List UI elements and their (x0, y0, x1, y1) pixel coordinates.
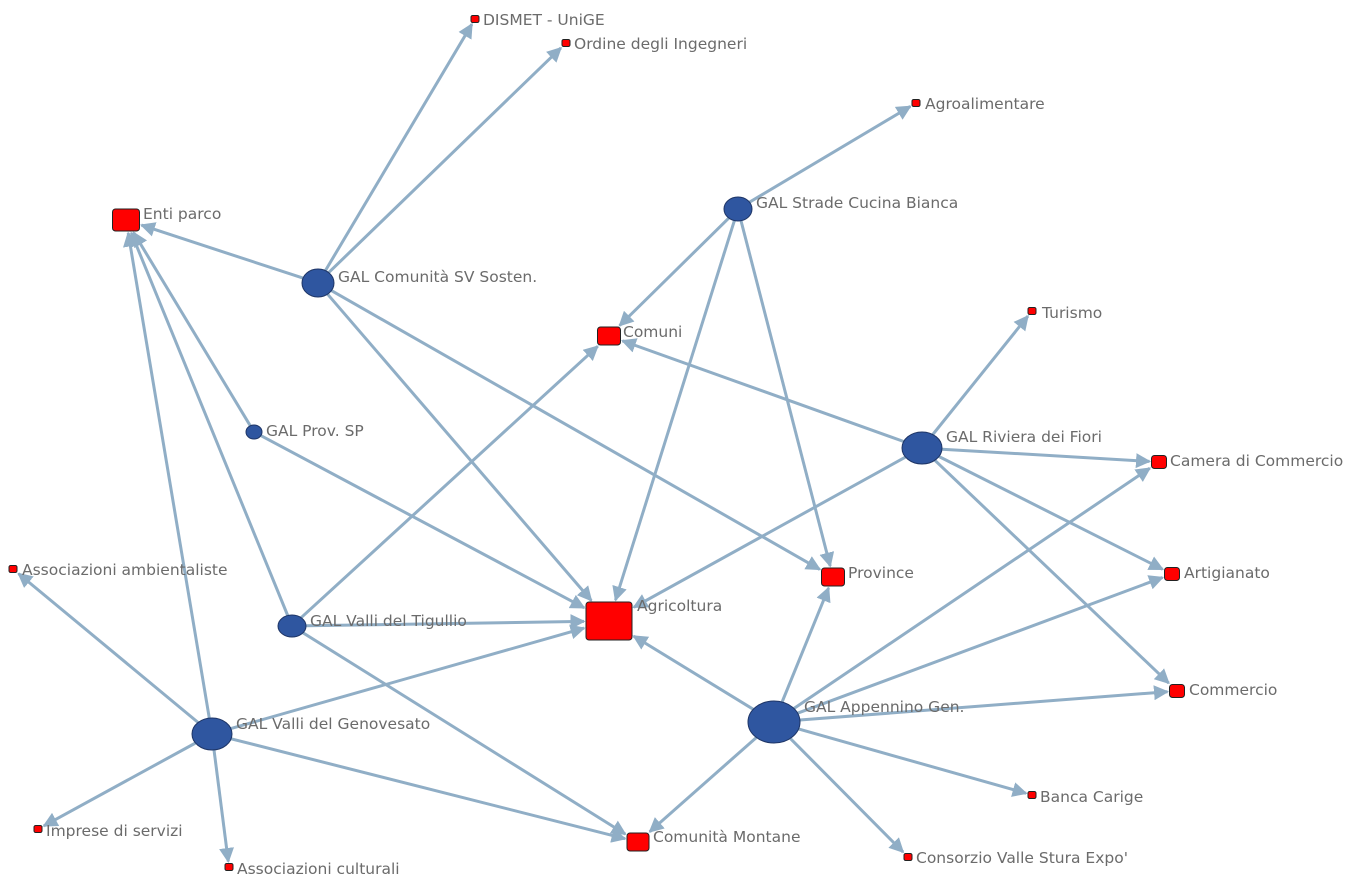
labels-layer: GAL Comunità SV Sosten. GAL Strade Cucina… (22, 11, 1343, 878)
node-label-ordine: Ordine degli Ingegneri (574, 35, 747, 53)
node-label-turismo: Turismo (1041, 304, 1102, 322)
edge-gal-riviera-to-agricoltura (632, 455, 907, 609)
edge-gal-riviera-to-artigianato (938, 455, 1165, 571)
edge-gal-tigullio-to-comunita-montane (302, 631, 627, 836)
edge-gal-tigullio-to-comuni (300, 345, 599, 619)
edge-gal-riviera-to-comuni (620, 338, 905, 443)
node-label-gal-genovesato: GAL Valli del Genovesato (236, 715, 430, 733)
node-label-gal-tigullio: GAL Valli del Tigullio (310, 612, 467, 630)
node-label-comuni: Comuni (623, 323, 682, 341)
edge-gal-appennino-to-artigianato (797, 575, 1165, 715)
node-dismet (470, 15, 480, 23)
edge-gal-appennino-to-agricoltura (632, 634, 755, 711)
node-ass-culturali (224, 863, 234, 871)
node-gal-genovesato (191, 717, 233, 751)
node-turismo (1027, 307, 1037, 315)
node-label-dismet: DISMET - UniGE (483, 11, 605, 29)
edge-gal-appennino-to-comunita-montane (648, 736, 758, 833)
node-enti-parco (112, 208, 140, 232)
edge-gal-appennino-to-consorzio (789, 737, 905, 854)
node-agricoltura (585, 601, 633, 641)
node-comunita-montane (626, 832, 650, 852)
node-artigianato (1164, 567, 1180, 581)
node-label-gal-riviera: GAL Riviera dei Fiori (946, 428, 1102, 446)
node-label-ass-culturali: Associazioni culturali (237, 860, 400, 878)
node-province (821, 567, 845, 587)
node-label-gal-prov-sp: GAL Prov. SP (266, 422, 364, 440)
node-label-consorzio: Consorzio Valle Stura Expo' (916, 849, 1128, 867)
edge-gal-comunita-sv-to-province (330, 289, 822, 571)
edge-gal-genovesato-to-agricoltura (230, 624, 586, 731)
node-label-gal-appennino: GAL Appennino Gen. (804, 698, 964, 716)
edge-gal-genovesato-to-ass-culturali (212, 749, 235, 863)
edge-gal-genovesato-to-comunita-montane (230, 737, 627, 843)
node-label-commercio: Commercio (1189, 681, 1277, 699)
node-label-artigianato: Artigianato (1184, 564, 1270, 582)
node-imprese (33, 825, 43, 833)
edge-gal-tigullio-to-agricoltura (305, 614, 586, 630)
edge-gal-comunita-sv-to-enti-parco (139, 222, 304, 280)
node-gal-prov-sp (245, 424, 263, 440)
edge-gal-genovesato-to-imprese (42, 741, 197, 828)
edge-gal-comunita-sv-to-agricoltura (326, 293, 593, 602)
node-label-gal-strade: GAL Strade Cucina Bianca (756, 194, 958, 212)
edge-gal-genovesato-to-enti-parco (123, 231, 211, 719)
node-banca (1027, 791, 1037, 799)
edge-gal-prov-sp-to-enti-parco (132, 231, 252, 427)
node-label-province: Province (848, 564, 914, 582)
node-label-ass-ambientaliste: Associazioni ambientaliste (22, 561, 228, 579)
edge-gal-strade-to-comuni (618, 217, 730, 327)
node-gal-riviera (901, 431, 943, 465)
edge-gal-riviera-to-camera (941, 447, 1151, 469)
edge-gal-comunita-sv-to-ordine (327, 46, 562, 274)
edge-gal-riviera-to-commercio (933, 459, 1170, 685)
node-gal-tigullio (277, 614, 307, 638)
node-consorzio (903, 853, 913, 861)
edges-layer (17, 22, 1170, 863)
edge-gal-appennino-to-province (780, 586, 831, 703)
node-ordine (561, 39, 571, 47)
node-agroalimentare (911, 99, 921, 107)
node-label-banca: Banca Carige (1040, 788, 1143, 806)
node-gal-strade (723, 196, 753, 222)
node-gal-comunita-sv (301, 268, 335, 298)
node-label-gal-comunita-sv: GAL Comunità SV Sosten. (338, 268, 537, 286)
nodes-layer (8, 15, 1185, 871)
node-label-agricoltura: Agricoltura (637, 597, 722, 615)
edge-gal-strade-to-agricoltura (612, 220, 736, 602)
node-gal-appennino (747, 700, 801, 744)
edge-gal-riviera-to-turismo (931, 314, 1030, 436)
edge-gal-appennino-to-camera (793, 466, 1152, 710)
edge-gal-prov-sp-to-agricoltura (260, 434, 586, 610)
edge-gal-comunita-sv-to-dismet (324, 22, 474, 272)
node-label-imprese: Imprese di servizi (46, 822, 183, 840)
edge-gal-genovesato-to-ass-ambientaliste (17, 572, 200, 724)
node-ass-ambientaliste (8, 565, 18, 573)
node-label-agroalimentare: Agroalimentare (925, 95, 1045, 113)
node-commercio (1169, 684, 1185, 698)
edge-gal-strade-to-province (739, 220, 835, 568)
node-label-comunita-montane: Comunità Montane (653, 828, 800, 846)
node-comuni (597, 326, 621, 346)
node-label-camera: Camera di Commercio (1170, 452, 1343, 470)
node-label-enti-parco: Enti parco (143, 205, 221, 223)
edge-gal-appennino-to-commercio (799, 685, 1169, 722)
edge-gal-strade-to-agroalimentare (748, 105, 912, 204)
node-camera (1151, 455, 1167, 469)
edge-gal-appennino-to-banca (798, 727, 1028, 797)
edge-gal-tigullio-to-enti-parco (129, 231, 290, 617)
